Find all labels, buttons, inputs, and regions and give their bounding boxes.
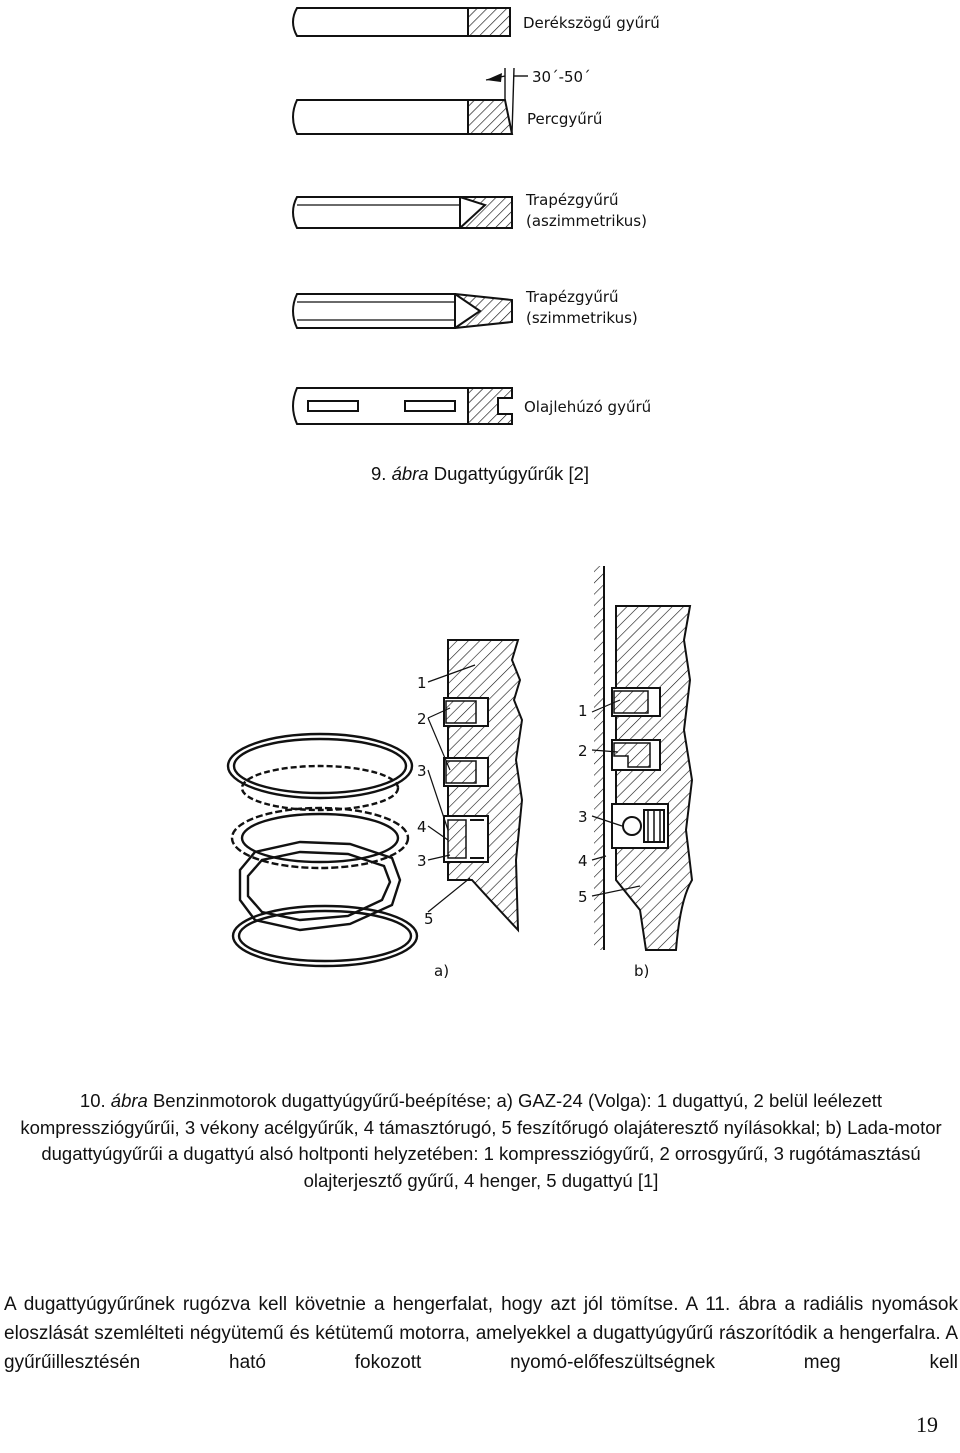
figure-9-caption: 9. ábra Dugattyúgyűrűk [2] <box>370 463 590 484</box>
panel-b-label: b) <box>634 962 649 980</box>
label-angle: 30´-50´ <box>532 68 591 86</box>
label-rectangular-ring: Derékszögű gyűrű <box>523 14 660 32</box>
label-keystone-sym-2: (szimmetrikus) <box>526 309 638 327</box>
ring-rectangular <box>292 7 511 37</box>
a-label-3b: 3 <box>417 852 427 870</box>
ring-oil-scraper <box>292 387 513 425</box>
exploded-ring-set <box>226 732 419 968</box>
a-label-3: 3 <box>417 762 427 780</box>
panel-a-label: a) <box>434 962 449 980</box>
panel-b-leaders <box>591 699 641 897</box>
ring-keystone-symmetric <box>292 293 513 329</box>
label-keystone-sym-1: Trapézgyűrű <box>525 288 619 306</box>
a-label-2: 2 <box>417 710 427 728</box>
label-keystone-asym-2: (aszimmetrikus) <box>526 212 647 230</box>
b-label-1: 1 <box>578 702 588 720</box>
a-label-1: 1 <box>417 674 427 692</box>
panel-b-section <box>594 566 694 951</box>
label-keystone-asym-1: Trapézgyűrű <box>525 191 619 209</box>
b-label-2: 2 <box>578 742 588 760</box>
label-taper-face-ring: Percgyűrű <box>527 110 602 128</box>
ring-keystone-asymmetric <box>292 196 513 229</box>
label-oil-ring: Olajlehúzó gyűrű <box>524 398 651 416</box>
figure-10-caption: 10. ábra Benzinmotorok dugattyúgyűrű-beé… <box>20 1090 942 1191</box>
page-number: 19 <box>916 1412 938 1437</box>
panel-a-section <box>443 639 524 933</box>
a-label-4: 4 <box>417 818 427 836</box>
b-label-4: 4 <box>578 852 588 870</box>
figure-9-piston-rings: Derékszögű gyűrű 30´-50´ Percgyűrű Trapé… <box>292 7 660 425</box>
b-label-3: 3 <box>578 808 588 826</box>
panel-a-leaders <box>427 664 476 913</box>
body-paragraph: A dugattyúgyűrűnek rugózva kell követnie… <box>4 1294 958 1373</box>
ring-taper-face <box>292 67 528 135</box>
figure-10-ring-installation: 1 2 3 4 3 5 a) 1 2 3 4 5 b) <box>226 566 694 980</box>
b-label-5: 5 <box>578 888 588 906</box>
a-label-5: 5 <box>424 910 434 928</box>
